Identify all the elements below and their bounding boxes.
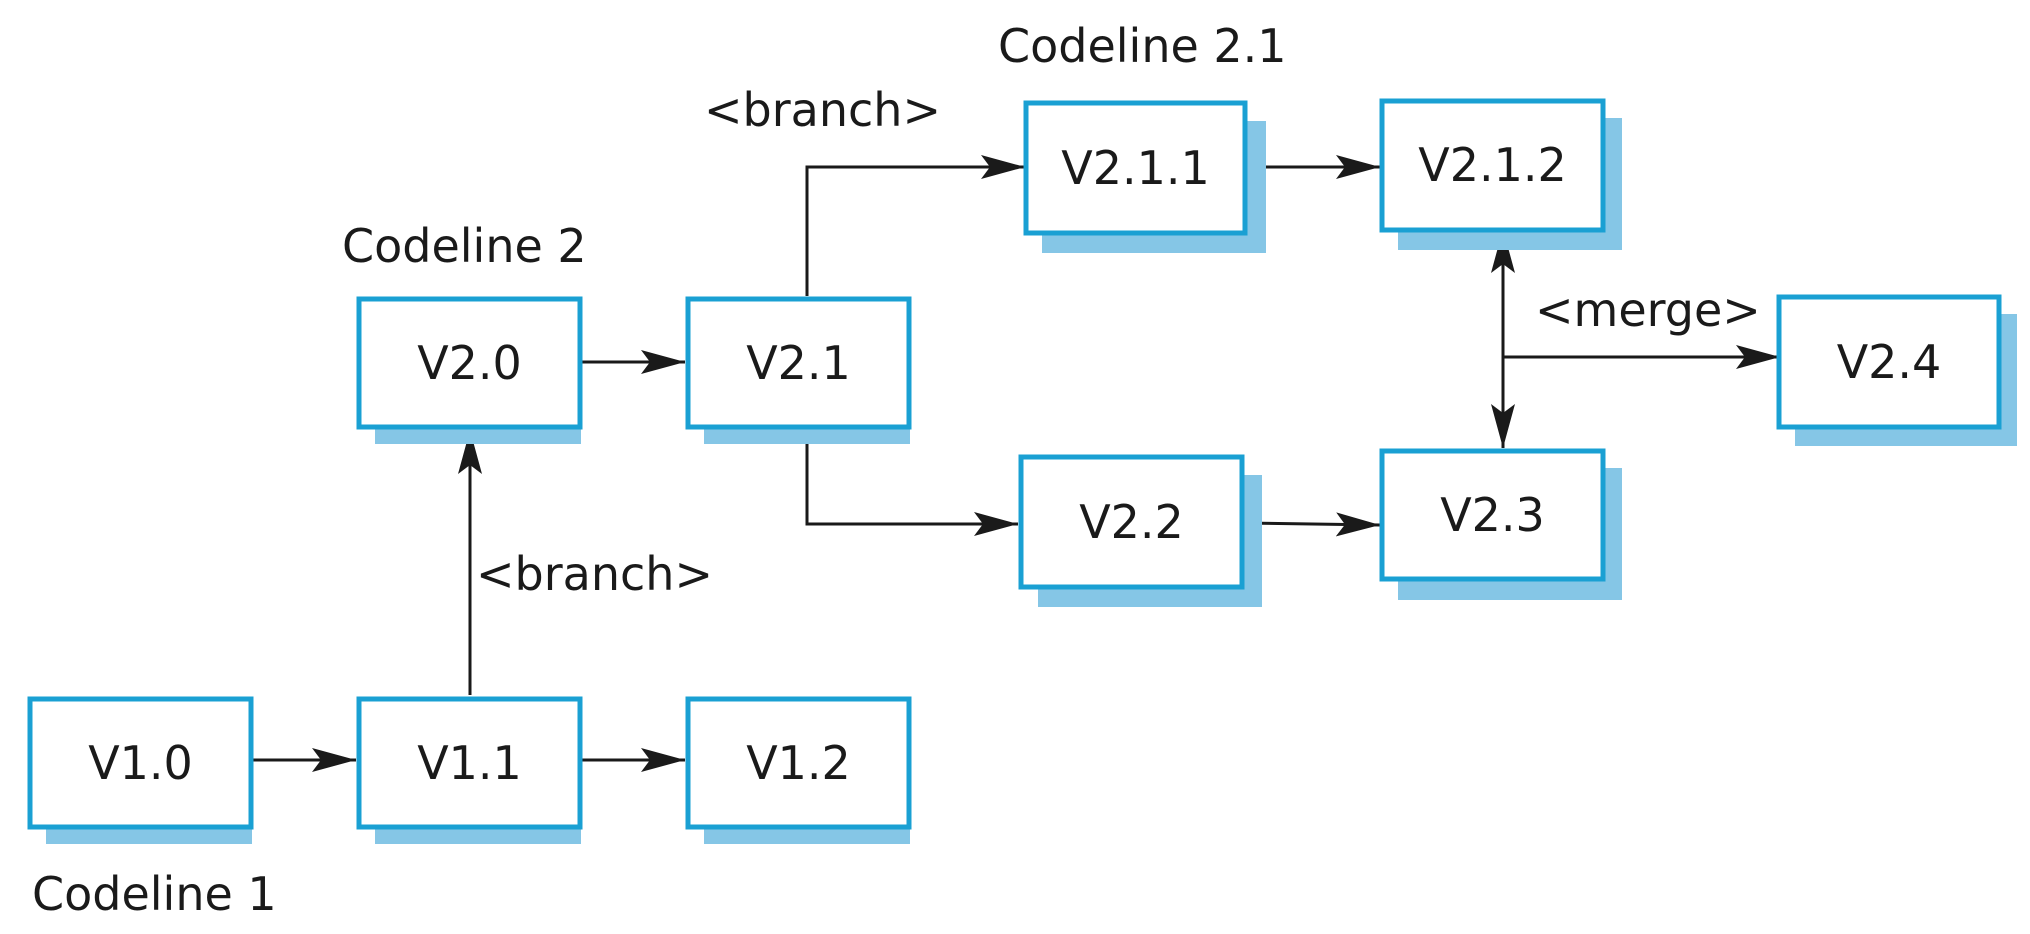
node-label: V2.1.2 [1418,138,1567,192]
node-box [685,296,912,430]
node-label: V1.2 [746,736,851,790]
merge-label: <merge> [1535,283,1761,337]
node-box [356,296,583,430]
arrow-v21-v22 [805,426,1018,536]
node-box [1379,448,1606,582]
node-label: V1.0 [88,736,193,790]
node-v24: V2.4 [1776,294,2017,446]
codeline-21-label: Codeline 2.1 [998,19,1287,73]
connectors [251,155,1780,772]
node-label: V2.4 [1837,335,1942,389]
branch-label-lower: <branch> [476,547,713,601]
node-v22: V2.2 [1018,454,1262,607]
node-v12: V1.2 [685,696,912,844]
node-v20: V2.0 [356,296,583,444]
node-label: V2.0 [417,336,522,390]
node-box [356,696,583,830]
node-box [685,696,912,830]
node-label: V2.1.1 [1061,141,1210,195]
node-v10: V1.0 [27,696,254,844]
arrow-v22-v23 [1241,512,1381,537]
node-v21: V2.1 [685,296,912,444]
node-box [1776,294,2002,430]
node-label: V1.1 [417,736,522,790]
branch-label-upper: <branch> [704,83,941,137]
node-label: V2.1 [746,336,851,390]
node-v11: V1.1 [356,696,583,844]
arrow-v21-v211 [805,155,1025,296]
node-box [1379,98,1606,233]
node-label: V2.2 [1079,495,1184,549]
node-v23: V2.3 [1379,448,1622,600]
node-box [27,696,254,830]
node-label: V2.3 [1440,488,1545,542]
node-v212: V2.1.2 [1379,98,1622,250]
node-box [1018,454,1245,590]
node-box [1023,100,1248,236]
codeline-2-label: Codeline 2 [342,219,587,273]
codeline-1-label: Codeline 1 [32,867,277,921]
node-v211: V2.1.1 [1023,100,1266,253]
